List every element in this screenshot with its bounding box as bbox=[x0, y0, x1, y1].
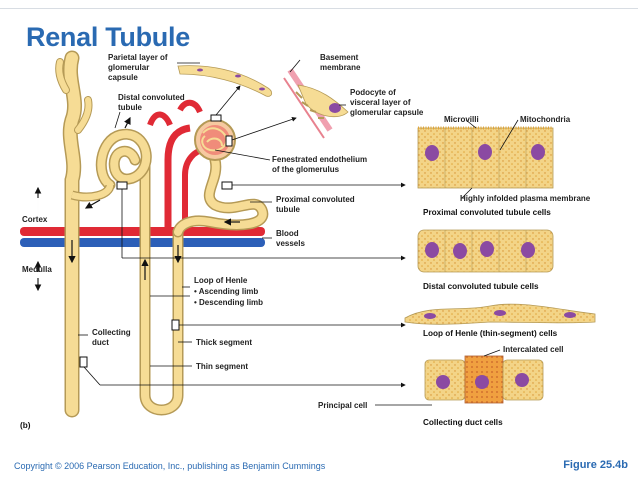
label-blood-2: vessels bbox=[276, 239, 305, 248]
proximal-convoluted-tubule bbox=[172, 154, 269, 238]
label-basement-1: Basement bbox=[320, 53, 359, 62]
flow-arrows bbox=[68, 116, 240, 280]
label-henle-1: Loop of Henle bbox=[194, 276, 248, 285]
slide-title: Renal Tubule bbox=[26, 22, 190, 52]
label-distal-2: tubule bbox=[118, 103, 143, 112]
podocyte-inset bbox=[283, 68, 349, 139]
label-cortex: Cortex bbox=[22, 215, 48, 224]
label-thick-segment: Thick segment bbox=[196, 338, 252, 347]
label-henle-2: • Ascending limb bbox=[194, 287, 258, 296]
pointer-lines bbox=[83, 85, 406, 388]
label-principal-cell: Principal cell bbox=[318, 401, 367, 410]
distal-cells bbox=[417, 229, 554, 273]
label-podocyte-1: Podocyte of bbox=[350, 88, 396, 97]
collecting-duct-cells bbox=[424, 349, 544, 404]
label-microvilli: Microvilli bbox=[444, 115, 479, 124]
label-collecting-1: Collecting bbox=[92, 328, 131, 337]
label-henle-3: • Descending limb bbox=[194, 298, 263, 307]
glomerulus bbox=[194, 119, 236, 161]
label-proximal-2: tubule bbox=[276, 205, 301, 214]
caption-distal-cells: Distal convoluted tubule cells bbox=[423, 282, 539, 291]
label-collecting-2: duct bbox=[92, 338, 109, 347]
label-blood-1: Blood bbox=[276, 229, 299, 238]
top-rule bbox=[0, 8, 638, 9]
panel-label: (b) bbox=[20, 421, 31, 430]
proximal-cells bbox=[417, 119, 554, 199]
label-basement-2: membrane bbox=[320, 63, 361, 72]
henle-thin-cells bbox=[404, 303, 596, 325]
label-parietal-1: Parietal layer of bbox=[108, 53, 168, 62]
figure-number: Figure 25.4b bbox=[563, 459, 628, 471]
caption-collecting-cells: Collecting duct cells bbox=[423, 418, 503, 427]
copyright-notice: Copyright © 2006 Pearson Education, Inc.… bbox=[14, 461, 326, 471]
distal-convoluted-tubule bbox=[70, 128, 152, 202]
collecting-duct bbox=[55, 50, 93, 418]
label-fenestrated-1: Fenestrated endothelium bbox=[272, 155, 367, 164]
caption-henle-cells: Loop of Henle (thin-segment) cells bbox=[423, 329, 558, 338]
label-proximal-1: Proximal convoluted bbox=[276, 195, 355, 204]
parietal-layer-inset bbox=[177, 65, 272, 97]
label-thin-segment: Thin segment bbox=[196, 362, 248, 371]
label-intercalated: Intercalated cell bbox=[503, 345, 563, 354]
label-parietal-2: glomerular bbox=[108, 63, 149, 72]
label-parietal-3: capsule bbox=[108, 73, 138, 82]
label-infolded: Highly infolded plasma membrane bbox=[460, 194, 591, 203]
label-distal-1: Distal convoluted bbox=[118, 93, 185, 102]
label-leaders bbox=[78, 59, 432, 406]
label-mitochondria: Mitochondria bbox=[520, 115, 571, 124]
label-podocyte-3: glomerular capsule bbox=[350, 108, 424, 117]
label-fenestrated-2: of the glomerulus bbox=[272, 165, 340, 174]
label-podocyte-2: visceral layer of bbox=[350, 98, 411, 107]
afferent-vessels bbox=[147, 99, 206, 228]
caption-proximal-cells: Proximal convoluted tubule cells bbox=[423, 208, 551, 217]
loop-of-henle bbox=[139, 165, 184, 416]
label-medulla: Medulla bbox=[22, 265, 52, 274]
